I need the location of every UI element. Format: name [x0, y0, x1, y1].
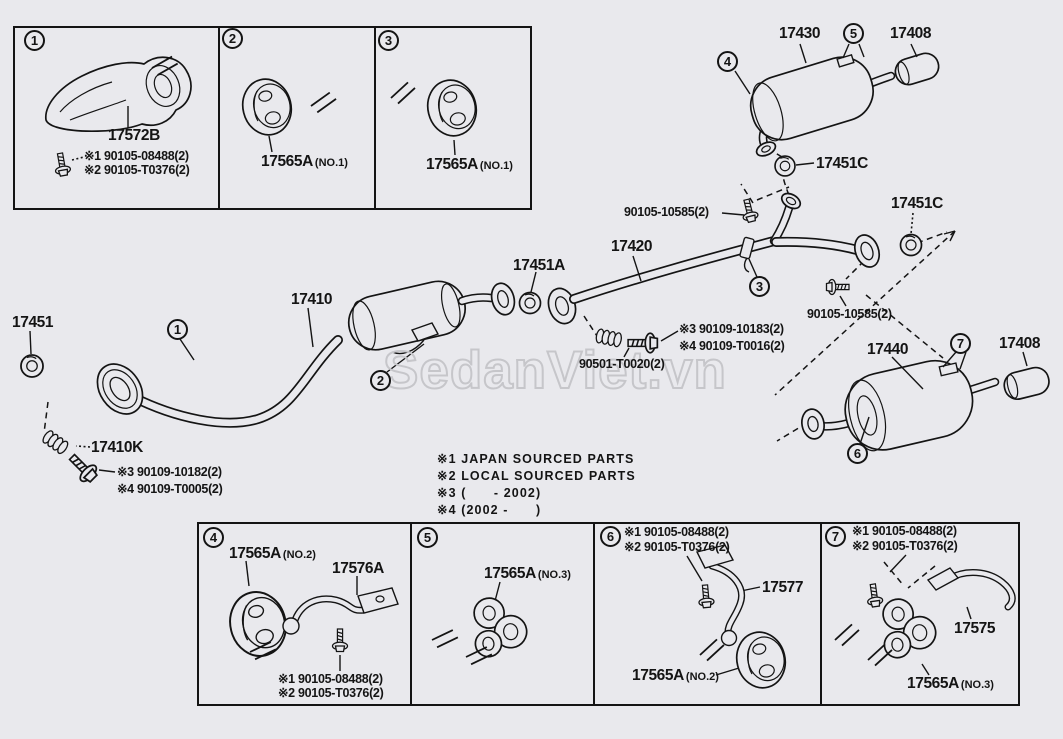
watermark: SedanViet.vn [382, 340, 727, 401]
hanger-17565a-no3-shape-b [875, 592, 940, 661]
label-17572b: 17572B [108, 127, 160, 144]
callout-4: 4 [717, 51, 738, 72]
label-17565a-no1: 17565A(NO.1) [261, 153, 348, 170]
callout-3-cell: 3 [378, 30, 399, 51]
hanger-17565a-no2-shape-b [730, 626, 792, 694]
label-90105-10585-right: 90105-10585(2) [807, 307, 892, 321]
label-17451c-right: 17451C [891, 195, 943, 212]
gasket-17451c-shape-b [899, 233, 923, 257]
center-pipe-17420-shape [547, 192, 881, 325]
insert-mark [430, 628, 460, 649]
insert-mark [307, 90, 340, 115]
callout-7: 7 [950, 333, 971, 354]
muffler-17430-shape [749, 52, 940, 157]
label-17451: 17451 [12, 314, 54, 331]
label-17430: 17430 [779, 25, 821, 42]
bolt-icon [696, 583, 716, 609]
label-17565a-no3-box5: 17565A(NO.3) [484, 565, 571, 582]
bolt-icon [738, 197, 760, 224]
callout-2-cell: 2 [222, 28, 243, 49]
callout-4-cell: 4 [203, 527, 224, 548]
label-90105-10585-top: 90105-10585(2) [624, 205, 709, 219]
label-90105-t0376-box7: ※2 90105-T0376(2) [852, 539, 958, 553]
hanger-17565a-no1-shape [236, 73, 298, 141]
label-17451c-top: 17451C [816, 155, 868, 172]
insert-mark [831, 621, 863, 649]
callout-6-cell: 6 [600, 526, 621, 547]
hanger-17565a-no2-shape [222, 585, 294, 663]
label-90105-t0376-box6: ※2 90105-T0376(2) [624, 540, 730, 554]
label-90105-08488-box6: ※1 90105-08488(2) [624, 525, 729, 539]
label-17408-right: 17408 [999, 335, 1041, 352]
callout-7-cell: 7 [825, 526, 846, 547]
label-17408-top: 17408 [890, 25, 932, 42]
label-17577: 17577 [762, 579, 804, 596]
label-17575: 17575 [954, 620, 996, 637]
bolt-icon [825, 278, 850, 296]
label-17565a-no1-b: 17565A(NO.1) [426, 156, 513, 173]
label-90105-t0376-cell1: ※2 90105-T0376(2) [84, 163, 190, 177]
bracket-17575-shape [926, 567, 1016, 611]
callout-3: 3 [749, 276, 770, 297]
label-17576a: 17576A [332, 560, 384, 577]
insert-mark [387, 79, 419, 107]
muffler-17440-shape [801, 359, 1050, 452]
label-90109-10183: ※3 90109-10183(2) [679, 322, 784, 336]
callout-6: 6 [847, 443, 868, 464]
label-90109-10182: ※3 90109-10182(2) [117, 465, 222, 479]
callout-5-cell: 5 [417, 527, 438, 548]
leader-lines [29, 43, 1028, 676]
bracket-17577-shape [695, 544, 745, 647]
label-17410: 17410 [291, 291, 333, 308]
note-pre-2002: ※3 ( - 2002) [437, 486, 542, 500]
label-17451a: 17451A [513, 257, 565, 274]
label-17565a-no3-box7: 17565A(NO.3) [907, 675, 994, 692]
hanger-17565a-no3-shape [466, 591, 531, 660]
bolt-icon [331, 628, 349, 653]
callout-1-cell: 1 [24, 30, 45, 51]
note-japan-sourced: ※1 JAPAN SOURCED PARTS [437, 452, 635, 466]
callout-1: 1 [167, 319, 188, 340]
callout-5: 5 [843, 23, 864, 44]
gasket-17451a-shape [518, 291, 542, 315]
detail-group-boxes [13, 26, 1020, 706]
label-90105-t0376-box4: ※2 90105-T0376(2) [278, 686, 384, 700]
label-17420: 17420 [611, 238, 653, 255]
spring-17410k-icon [40, 428, 71, 456]
note-local-sourced: ※2 LOCAL SOURCED PARTS [437, 469, 636, 483]
bolt-icon [51, 151, 72, 178]
hanger-17565a-no1-shape-b [421, 74, 483, 142]
label-17440: 17440 [867, 341, 909, 358]
label-90105-08488-cell1: ※1 90105-08488(2) [84, 149, 189, 163]
label-17565a-no2-box4: 17565A(NO.2) [229, 545, 316, 562]
label-17410k: 17410K [91, 439, 143, 456]
label-90105-08488-box7: ※1 90105-08488(2) [852, 524, 957, 538]
label-17565a-no2-box6: 17565A(NO.2) [632, 667, 719, 684]
note-post-2002: ※4 (2002 - ) [437, 503, 542, 517]
label-90501-t0020: 90501-T0020(2) [579, 357, 665, 371]
front-pipe-17410-shape [96, 280, 516, 428]
gasket-17451c-shape [774, 155, 796, 177]
label-90109-t0016: ※4 90109-T0016(2) [679, 339, 785, 353]
callout-2: 2 [370, 370, 391, 391]
bracket-17576a-shape [282, 587, 399, 635]
label-90105-08488-box4: ※1 90105-08488(2) [278, 672, 383, 686]
gasket-17451-shape [20, 354, 44, 378]
bolt-icon [864, 582, 885, 609]
label-90109-t0005: ※4 90109-T0005(2) [117, 482, 223, 496]
